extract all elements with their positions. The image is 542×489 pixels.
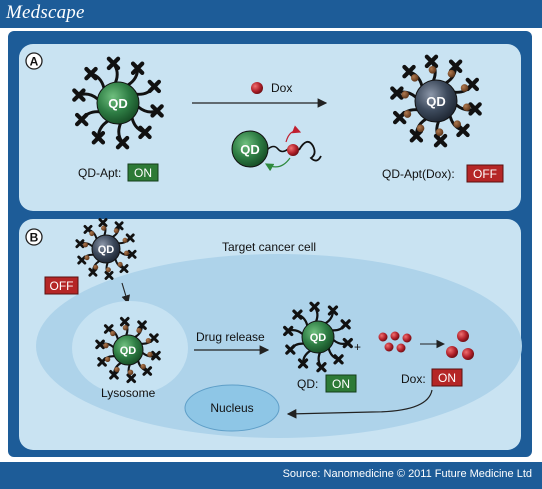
qd-released: QD (283, 301, 353, 373)
cell-label: Target cancer cell (222, 240, 316, 254)
qd-aptamer-dox-conjugate: QD (390, 54, 482, 148)
qd-label: QD (108, 96, 128, 111)
qd-apt-dox-caption: QD-Apt(Dox): (382, 167, 455, 181)
svg-text:ON: ON (134, 166, 152, 180)
target-cancer-cell (36, 254, 522, 438)
qd-outside-cell: QD (75, 218, 137, 280)
panel-a-label: A (25, 52, 43, 70)
outside-state-badge-off: OFF (44, 276, 79, 295)
dox-caption: Dox: (401, 372, 426, 386)
qd-apt-caption: QD-Apt: (78, 166, 121, 180)
qd-label: QD (426, 94, 446, 109)
nucleus-label: Nucleus (210, 401, 253, 415)
header-bar: Medscape (0, 0, 542, 28)
svg-text:ON: ON (438, 371, 456, 385)
nucleus-arrow (286, 389, 433, 419)
qd-label: QD (98, 244, 115, 256)
fret-inset: QD (231, 125, 322, 172)
svg-text:OFF: OFF (473, 167, 497, 181)
free-dox (446, 330, 474, 360)
drug-release-label: Drug release (196, 330, 265, 344)
source-credit: Source: Nanomedicine © 2011 Future Medic… (282, 468, 532, 480)
plus-sign: + (354, 340, 361, 354)
svg-text:B: B (30, 231, 39, 245)
dox-reagent: Dox (251, 81, 292, 95)
nucleus (184, 384, 280, 432)
qd-aptamer-conjugate: QD (72, 56, 164, 150)
state-badge-on: ON (127, 163, 159, 182)
dox-state-badge-on: ON (431, 368, 463, 387)
uptake-arrow (121, 282, 131, 305)
state-badge-off: OFF (466, 164, 504, 183)
panel-b-label: B (25, 228, 43, 246)
svg-text:Dox: Dox (271, 81, 292, 95)
dox-cluster (378, 331, 412, 353)
qd-caption: QD: (297, 377, 318, 391)
qd-label: QD (310, 332, 327, 344)
svg-text:A: A (30, 55, 39, 69)
brand-logo: Medscape (6, 2, 85, 23)
inset-qd-label: QD (240, 142, 260, 157)
svg-text:OFF: OFF (50, 279, 74, 293)
svg-text:ON: ON (332, 377, 350, 391)
lysosome-label: Lysosome (101, 386, 156, 400)
footer-bar: Source: Nanomedicine © 2011 Future Medic… (0, 462, 542, 489)
qd-in-lysosome: QD (95, 316, 161, 384)
qd-state-badge-on: ON (325, 374, 357, 393)
qd-label: QD (120, 345, 137, 357)
